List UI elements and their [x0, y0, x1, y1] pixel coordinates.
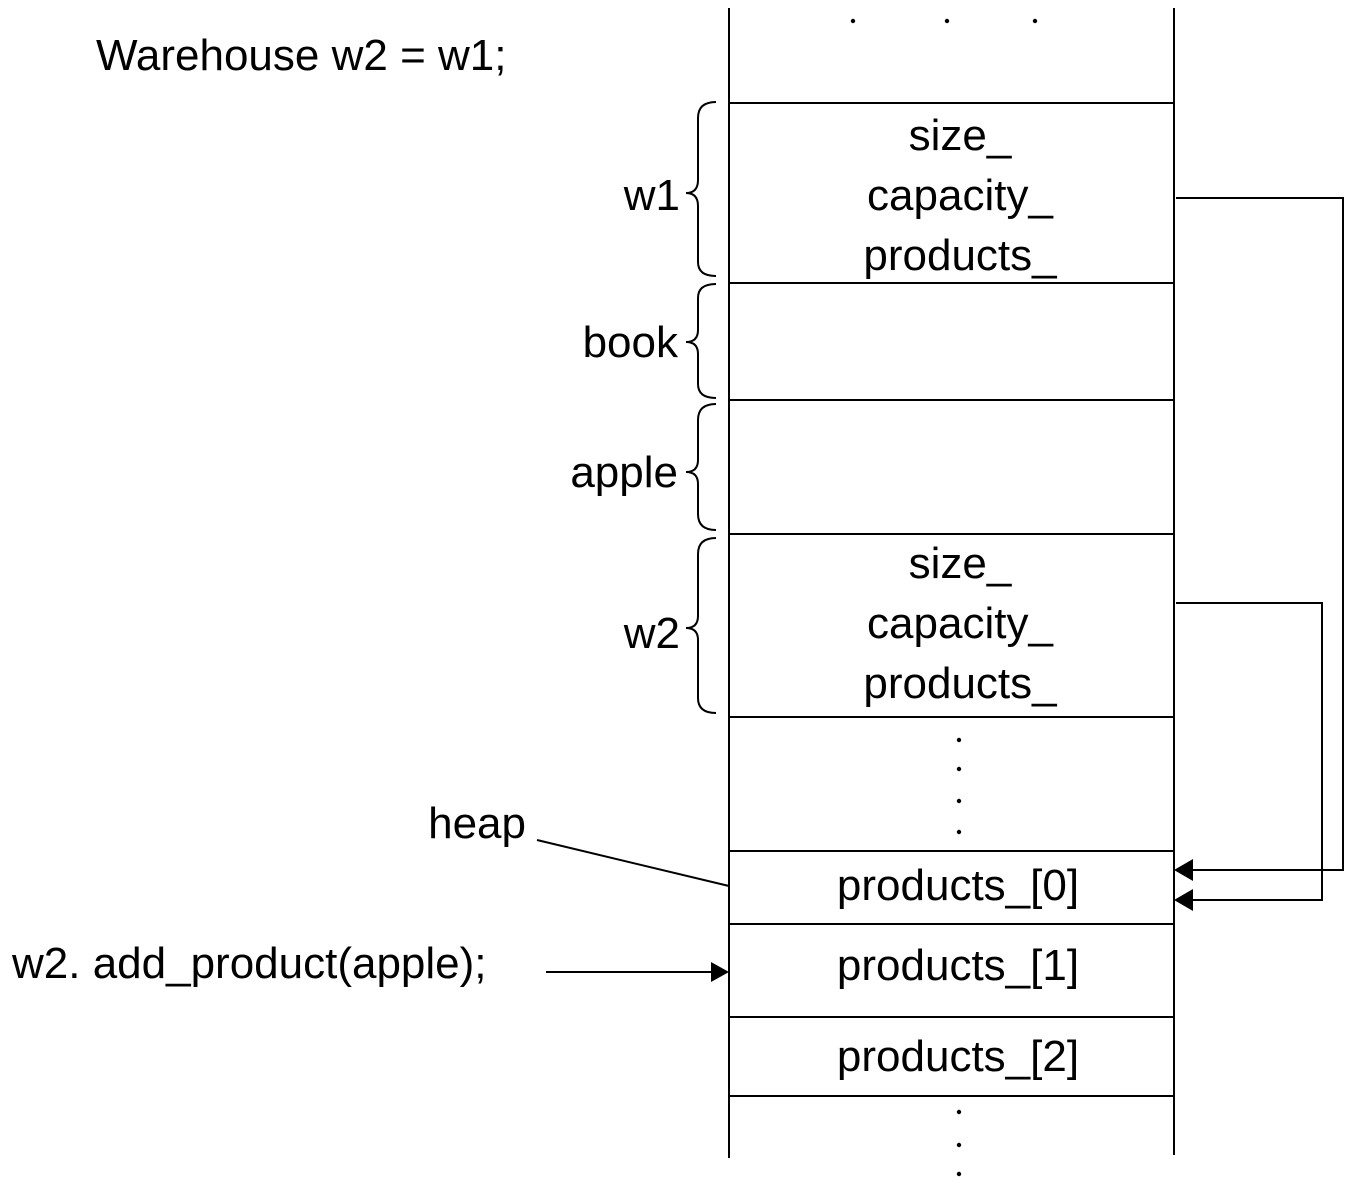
- ellipsis-dot: [956, 829, 962, 835]
- arrowhead-icon: [1174, 859, 1193, 881]
- w1-size-field: size_: [909, 111, 1012, 160]
- ellipsis-dot: [944, 18, 950, 24]
- book-brace-icon: [685, 283, 717, 399]
- ellipsis-dot: [956, 737, 962, 743]
- assignment-code: Warehouse w2 = w1;: [96, 31, 506, 80]
- ellipsis-dot: [850, 18, 856, 24]
- w2-label: w2: [623, 609, 680, 658]
- ellipsis-dot: [956, 798, 962, 804]
- ellipsis-dot: [956, 1142, 962, 1148]
- arrowhead-icon: [1174, 889, 1193, 911]
- w2-products-pointer: [1174, 602, 1323, 911]
- w1-capacity-field: capacity_: [867, 171, 1053, 220]
- apple-brace-icon: [685, 403, 717, 531]
- ellipsis-dot: [1032, 18, 1038, 24]
- apple-block: apple: [570, 403, 717, 531]
- bottom-ellipsis: [956, 1109, 962, 1177]
- ellipsis-dot: [956, 1171, 962, 1177]
- cell-separators: [729, 102, 1174, 1097]
- heap-cell-products-1: products_[1]: [837, 941, 1079, 990]
- heap-cell-products-2: products_[2]: [837, 1032, 1079, 1081]
- ellipsis-dot: [956, 1109, 962, 1115]
- apple-label: apple: [570, 448, 678, 497]
- w2-brace-icon: [685, 537, 717, 714]
- top-ellipsis: [850, 18, 1038, 24]
- heap-label: heap: [428, 799, 526, 848]
- ellipsis-dot: [956, 766, 962, 772]
- w1-products-pointer: [1174, 197, 1344, 881]
- w2-products-field: products_: [863, 659, 1057, 708]
- heap-cell-products-0: products_[0]: [837, 861, 1079, 910]
- book-block: book: [583, 283, 717, 399]
- book-label: book: [583, 318, 679, 367]
- arrowhead-icon: [711, 962, 729, 982]
- middle-ellipsis: [956, 737, 962, 835]
- w1-label: w1: [623, 171, 680, 220]
- add-product-code: w2. add_product(apple);: [11, 939, 487, 988]
- w2-capacity-field: capacity_: [867, 599, 1053, 648]
- w1-block: size_ capacity_ products_ w1: [623, 101, 1057, 280]
- add-product-arrow: [546, 962, 729, 982]
- w2-block: size_ capacity_ products_ w2: [623, 537, 1057, 714]
- w2-size-field: size_: [909, 539, 1012, 588]
- w2-pointer-line: [1176, 602, 1323, 901]
- heap-leader-line: [536, 839, 730, 887]
- w1-brace-icon: [685, 101, 717, 277]
- w1-products-field: products_: [863, 231, 1057, 280]
- w1-pointer-line: [1176, 197, 1344, 871]
